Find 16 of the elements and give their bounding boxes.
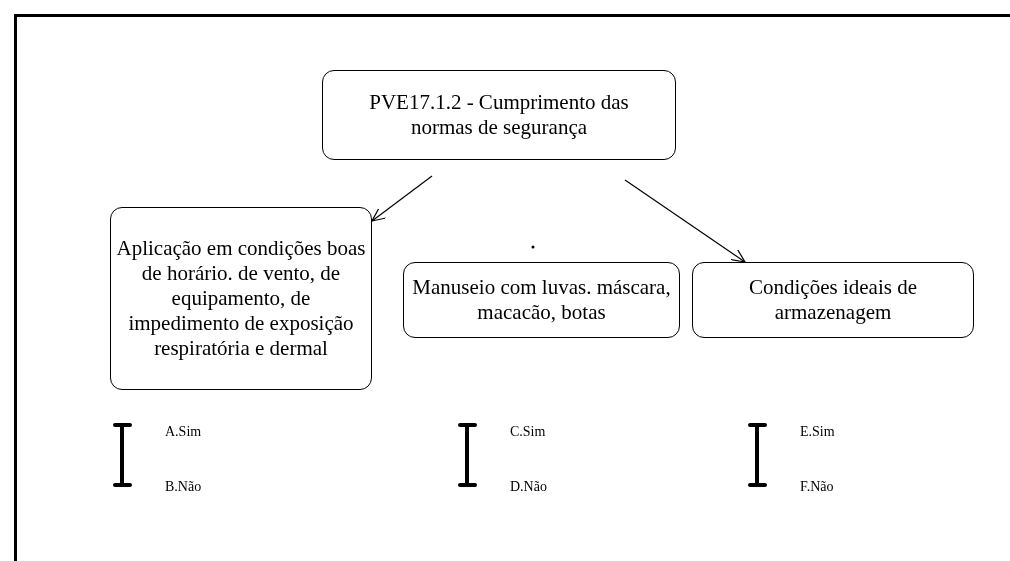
process-box [322,70,676,160]
box-text: PVE17.1.2 - Cumprimento das normas de segurança [368,90,630,140]
arrow [624,179,746,263]
process-box [403,262,680,338]
scale-label: E.Sim [800,424,835,440]
arrow [371,175,433,222]
scale-label: C.Sim [510,424,546,440]
box-text: Condições ideais de armazenagem [748,275,918,325]
process-box [692,262,974,338]
box-text: Aplicação em condições boas de horário. de vento, de equipamento, de impedimento de exposição respiratória e dermal [115,236,367,361]
process-box [110,207,372,390]
scale-label: F.Não [800,479,834,495]
box-text: Manuseio com luvas. máscara, macacão, botas [412,275,671,325]
scale-label: D.Não [510,479,547,495]
scale-label: A.Sim [165,424,202,440]
scale-label: B.Não [165,479,202,495]
